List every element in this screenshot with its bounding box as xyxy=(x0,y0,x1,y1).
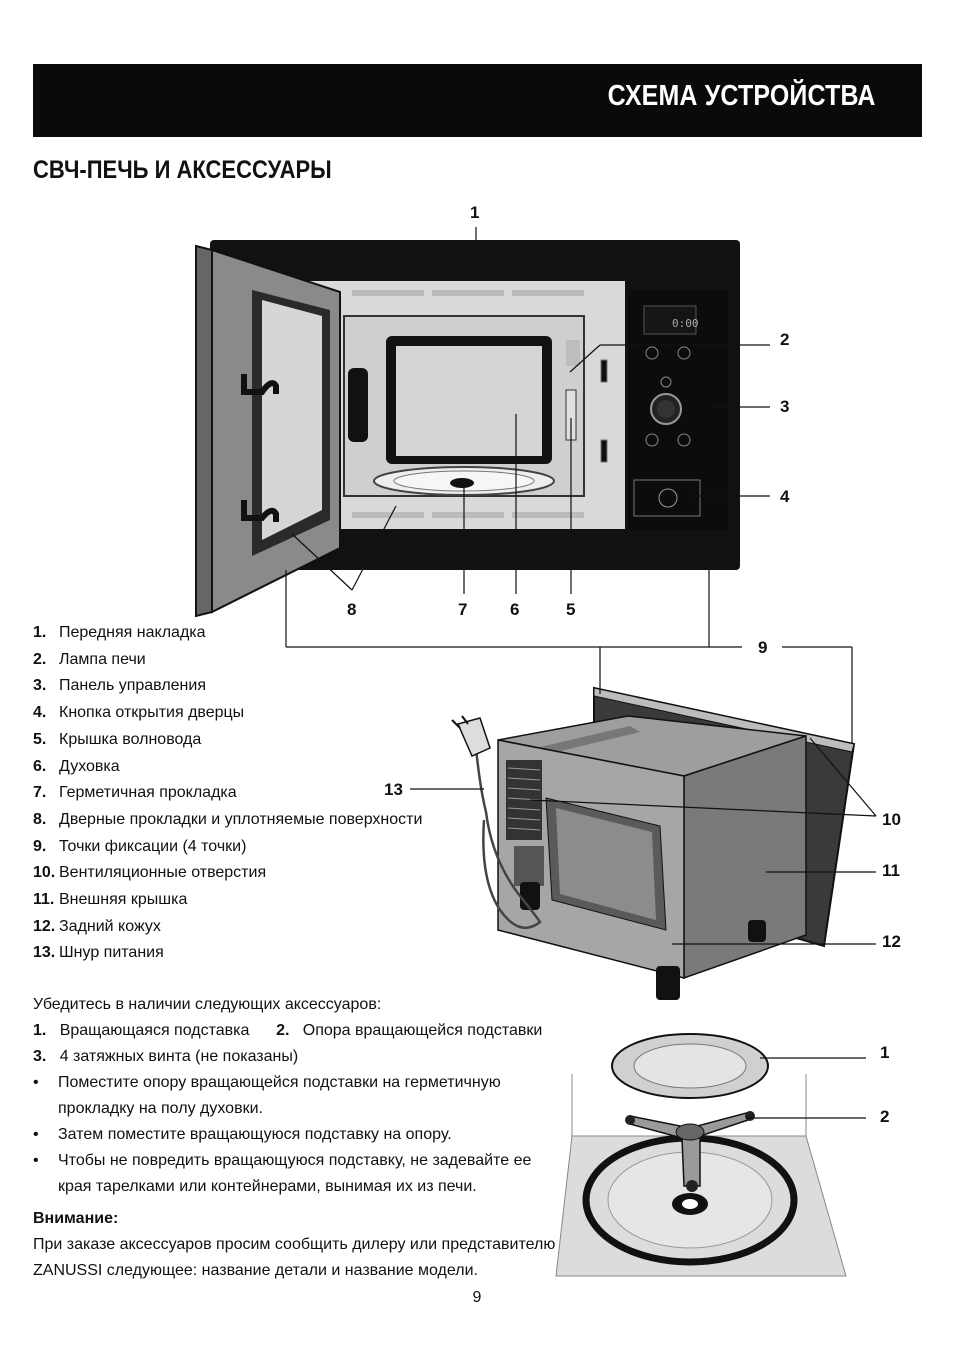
warning-text-2: ZANUSSI следующее: название детали и наз… xyxy=(33,1262,478,1279)
callout-7: 7 xyxy=(458,600,467,619)
callout-8: 8 xyxy=(347,600,356,619)
list-item: 11.Внешняя крышка xyxy=(33,891,188,909)
list-item: 5.Крышка волновода xyxy=(33,730,202,748)
page-number: 9 xyxy=(472,1289,482,1306)
callout-12: 12 xyxy=(882,932,901,951)
turntable-illustration xyxy=(555,1033,847,1277)
bullet-item: • Затем поместите вращающуюся подставку … xyxy=(33,1126,452,1143)
header-bar: СХЕМА УСТРОЙСТВА xyxy=(33,64,922,137)
section-title: СВЧ-ПЕЧЬ И АКСЕССУАРЫ xyxy=(33,156,332,184)
accessory-leader-lines xyxy=(746,1057,866,1119)
coupler xyxy=(450,478,474,488)
plug-icon xyxy=(456,717,491,757)
page-header-title: СХЕМА УСТРОЙСТВА xyxy=(608,80,876,112)
warning-text-1: При заказе аксессуаров просим сообщить д… xyxy=(33,1236,556,1253)
callout-2: 2 xyxy=(780,330,789,349)
accessories-line-1: 1. Вращающаяся подставка 2. Опора вращаю… xyxy=(33,1022,543,1039)
bullet-item: • Поместите опору вращающейся подставки … xyxy=(33,1074,501,1117)
accessories-intro: Убедитесь в наличии следующих аксессуаро… xyxy=(33,996,382,1013)
callout-5: 5 xyxy=(566,600,575,619)
callout-4: 4 xyxy=(780,487,790,506)
parts-list: 1.Передняя накладка 2.Лампа печи 3.Панел… xyxy=(33,620,422,967)
callout-1: 1 xyxy=(470,203,479,222)
panel-display: 0:00 xyxy=(672,317,699,330)
list-item: 8.Дверные прокладки и уплотняемые поверх… xyxy=(33,810,423,828)
callout-accessory-1: 1 xyxy=(880,1043,889,1062)
callout-9: 9 xyxy=(758,638,767,657)
accessories-block: Убедитесь в наличии следующих аксессуаро… xyxy=(33,992,556,1284)
list-item: 4.Кнопка открытия дверцы xyxy=(33,704,245,722)
list-item: 3.Панель управления xyxy=(33,677,206,695)
microwave-rear-illustration xyxy=(451,686,856,1000)
list-item: 6.Духовка xyxy=(33,757,120,775)
bullet-item: • Чтобы не повредить вращающуюся подстав… xyxy=(33,1152,532,1195)
list-item: 12.Задний кожух xyxy=(33,917,161,935)
list-item: 2.Лампа печи xyxy=(33,650,146,668)
callout-3: 3 xyxy=(780,397,789,416)
list-item: 7.Герметичная прокладка xyxy=(33,784,237,802)
rear-leader-lines xyxy=(410,646,877,945)
list-item: 1.Передняя накладка xyxy=(33,624,206,641)
warning-title: Внимание: xyxy=(33,1210,119,1227)
callout-accessory-2: 2 xyxy=(880,1107,889,1126)
list-item: 9.Точки фиксации (4 точки) xyxy=(33,837,247,855)
front-leader-lines xyxy=(285,227,770,648)
callout-13: 13 xyxy=(384,780,403,799)
callout-10: 10 xyxy=(882,810,901,829)
callout-11: 11 xyxy=(882,861,900,880)
accessories-line-3: 3. 4 затяжных винта (не показаны) xyxy=(33,1048,299,1065)
microwave-front-illustration: 0:00 xyxy=(195,240,740,618)
callout-6: 6 xyxy=(510,600,519,619)
list-item: 13.Шнур питания xyxy=(33,944,164,962)
roller-ring-icon xyxy=(629,1110,752,1187)
list-item: 10.Вентиляционные отверстия xyxy=(33,864,267,882)
